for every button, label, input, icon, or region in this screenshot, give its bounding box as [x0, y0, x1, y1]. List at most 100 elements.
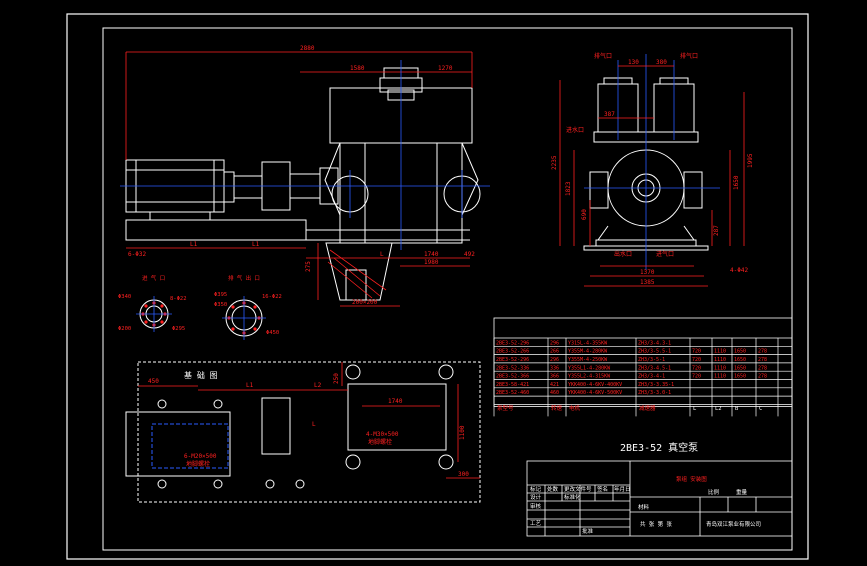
spec-footer-cell: 减速器 [639, 404, 656, 412]
label-air-in: 进气口 [656, 250, 674, 258]
spec-footer-cell: 泵型号 [497, 404, 514, 412]
spec-cell: Y355M-4-280KW [568, 349, 608, 355]
spec-cell: ZH3/3-3.35-1 [638, 382, 674, 388]
flange-a-d340: Φ340 [118, 294, 131, 300]
tb-weight: 重量 [736, 488, 748, 496]
dim-492: 492 [464, 251, 475, 258]
flange-a-title: 进 气 口 [142, 274, 165, 282]
spec-cell: ZH3/3-4.5-1 [638, 365, 671, 371]
inner-frame [102, 27, 793, 551]
label-exhaust-b: 排气口 [680, 52, 698, 60]
fdn-bolt-label-a: 地脚螺栓 [368, 438, 392, 446]
fdn-dim-300: 300 [458, 471, 469, 478]
fdn-dim-l2: L2 [314, 382, 322, 389]
tb-row-count: 处数 [547, 485, 559, 493]
title-block [526, 460, 793, 537]
spec-cell: 2BE3-52-296 [496, 357, 529, 363]
fdn-dim-1740: 1740 [388, 398, 403, 405]
tb-row-sign: 签名 [597, 485, 608, 493]
spec-cell: 2BE3-52-366 [496, 374, 529, 380]
label-water-in: 进水口 [566, 126, 584, 134]
foundation-dimensions [138, 362, 480, 479]
side-dimensions [559, 65, 745, 287]
spec-cell: Y355L2-4-315KW [568, 374, 611, 380]
spec-cell: 1110 [714, 349, 726, 355]
dim-side-1370: 1370 [640, 269, 655, 276]
dim-total-len: 2880 [300, 45, 315, 52]
front-dimensions [125, 51, 473, 307]
label-exhaust-a: 排气口 [594, 52, 612, 60]
spec-table: 2BE3-52-296 296 Y315L-4-355KW ZH3/3-4.3-1 2B… [493, 317, 793, 417]
spec-cell: 1110 [714, 374, 726, 380]
flange-b-d450: Φ450 [266, 330, 279, 336]
fdn-dim-250: 250 [333, 373, 340, 384]
label-water-out: 出水口 [614, 250, 632, 258]
spec-cell: 2BE3-58-421 [496, 382, 529, 388]
fdn-dim-450: 450 [148, 378, 159, 385]
label-6-phi32: 6-Φ32 [128, 251, 146, 258]
spec-footer-cell: L [693, 406, 697, 412]
spec-cell: 266 [550, 349, 559, 355]
label-l: L [380, 251, 384, 258]
spec-cell: Y315L-4-355KW [568, 340, 608, 346]
fdn-dim-1100: 1100 [459, 425, 466, 440]
flange-b-d350: Φ350 [214, 302, 227, 308]
dim-side-2235: 2235 [551, 155, 558, 170]
dim-side-387: 387 [604, 111, 615, 118]
spec-cell: 421 [550, 382, 559, 388]
drawing-title: 2BE3-52 真空泵 [620, 441, 698, 454]
fdn-bolt-b: 6-M20×500 [184, 453, 217, 460]
tb-person-process: 工艺 [530, 520, 542, 527]
spec-footer-cell: 转速 [551, 404, 563, 412]
spec-cell: ZH3/3-4.3-1 [638, 340, 671, 346]
dim-side-1995: 1995 [747, 153, 754, 168]
spec-cell: ZH3/3-4-1 [638, 374, 665, 380]
tb-person-design: 设计 [530, 493, 542, 501]
base-frame [125, 219, 307, 241]
front-centerlines [120, 60, 490, 250]
fdn-dim-l: L [312, 421, 316, 428]
spec-cell: 720 [692, 349, 701, 355]
spec-cell: 1110 [714, 357, 726, 363]
tb-row-doc: 更改文件号 [564, 485, 592, 493]
flange-a-d295: Φ295 [172, 326, 185, 332]
dim-side-380: 380 [656, 59, 667, 66]
spec-cell: 2BE3-52-266 [496, 349, 529, 355]
flange-b-holes: 16-Φ22 [262, 294, 282, 300]
dim-base: 200×200 [352, 299, 378, 306]
fdn-bolt-a: 4-M30×500 [366, 431, 399, 438]
spec-cell: YKK400-4-6KV-500KV [568, 390, 622, 396]
tb-row-mark: 标记 [530, 485, 542, 493]
spec-cell: Y355M-4-250KW [568, 357, 608, 363]
dim-side-1650: 1650 [733, 175, 740, 190]
flange-b-title: 排 气 出 口 [228, 274, 260, 282]
gearbox-pad [261, 397, 291, 455]
inlet-hopper [325, 242, 393, 301]
spec-cell: ZH3/3-5.5-1 [638, 349, 671, 355]
spec-cell: 1650 [734, 349, 746, 355]
spec-cell: 278 [758, 365, 767, 371]
spec-cell: 720 [692, 357, 701, 363]
flange-a-holes: 8-Φ22 [170, 296, 187, 302]
fdn-dim-l1: L1 [246, 382, 254, 389]
spec-cell: 296 [550, 357, 559, 363]
spec-cell: 460 [550, 390, 559, 396]
spec-cell: 2BE3-52-296 [496, 340, 529, 346]
spec-footer-cell: L2 [715, 406, 722, 412]
spec-cell: ZH3/3-3.0-1 [638, 390, 671, 396]
tb-person-standard: 标准化 [564, 493, 581, 501]
tb-row-date: 年月日 [614, 485, 631, 493]
outer-frame [66, 13, 809, 560]
spec-cell: 720 [692, 374, 701, 380]
spec-cell: 720 [692, 365, 701, 371]
flange-b-d395: Φ395 [214, 292, 227, 298]
spec-cell: 1650 [734, 357, 746, 363]
side-centerlines [584, 54, 720, 270]
dim-side-130: 130 [628, 59, 639, 66]
spec-footer-cell: B [735, 406, 739, 412]
spec-cell: 278 [758, 357, 767, 363]
dim-1580: 1580 [350, 65, 365, 72]
flange-outlet: 排 气 出 口 Φ395 Φ350 Φ450 16-Φ22 [214, 274, 282, 340]
foundation-plan [125, 361, 481, 503]
